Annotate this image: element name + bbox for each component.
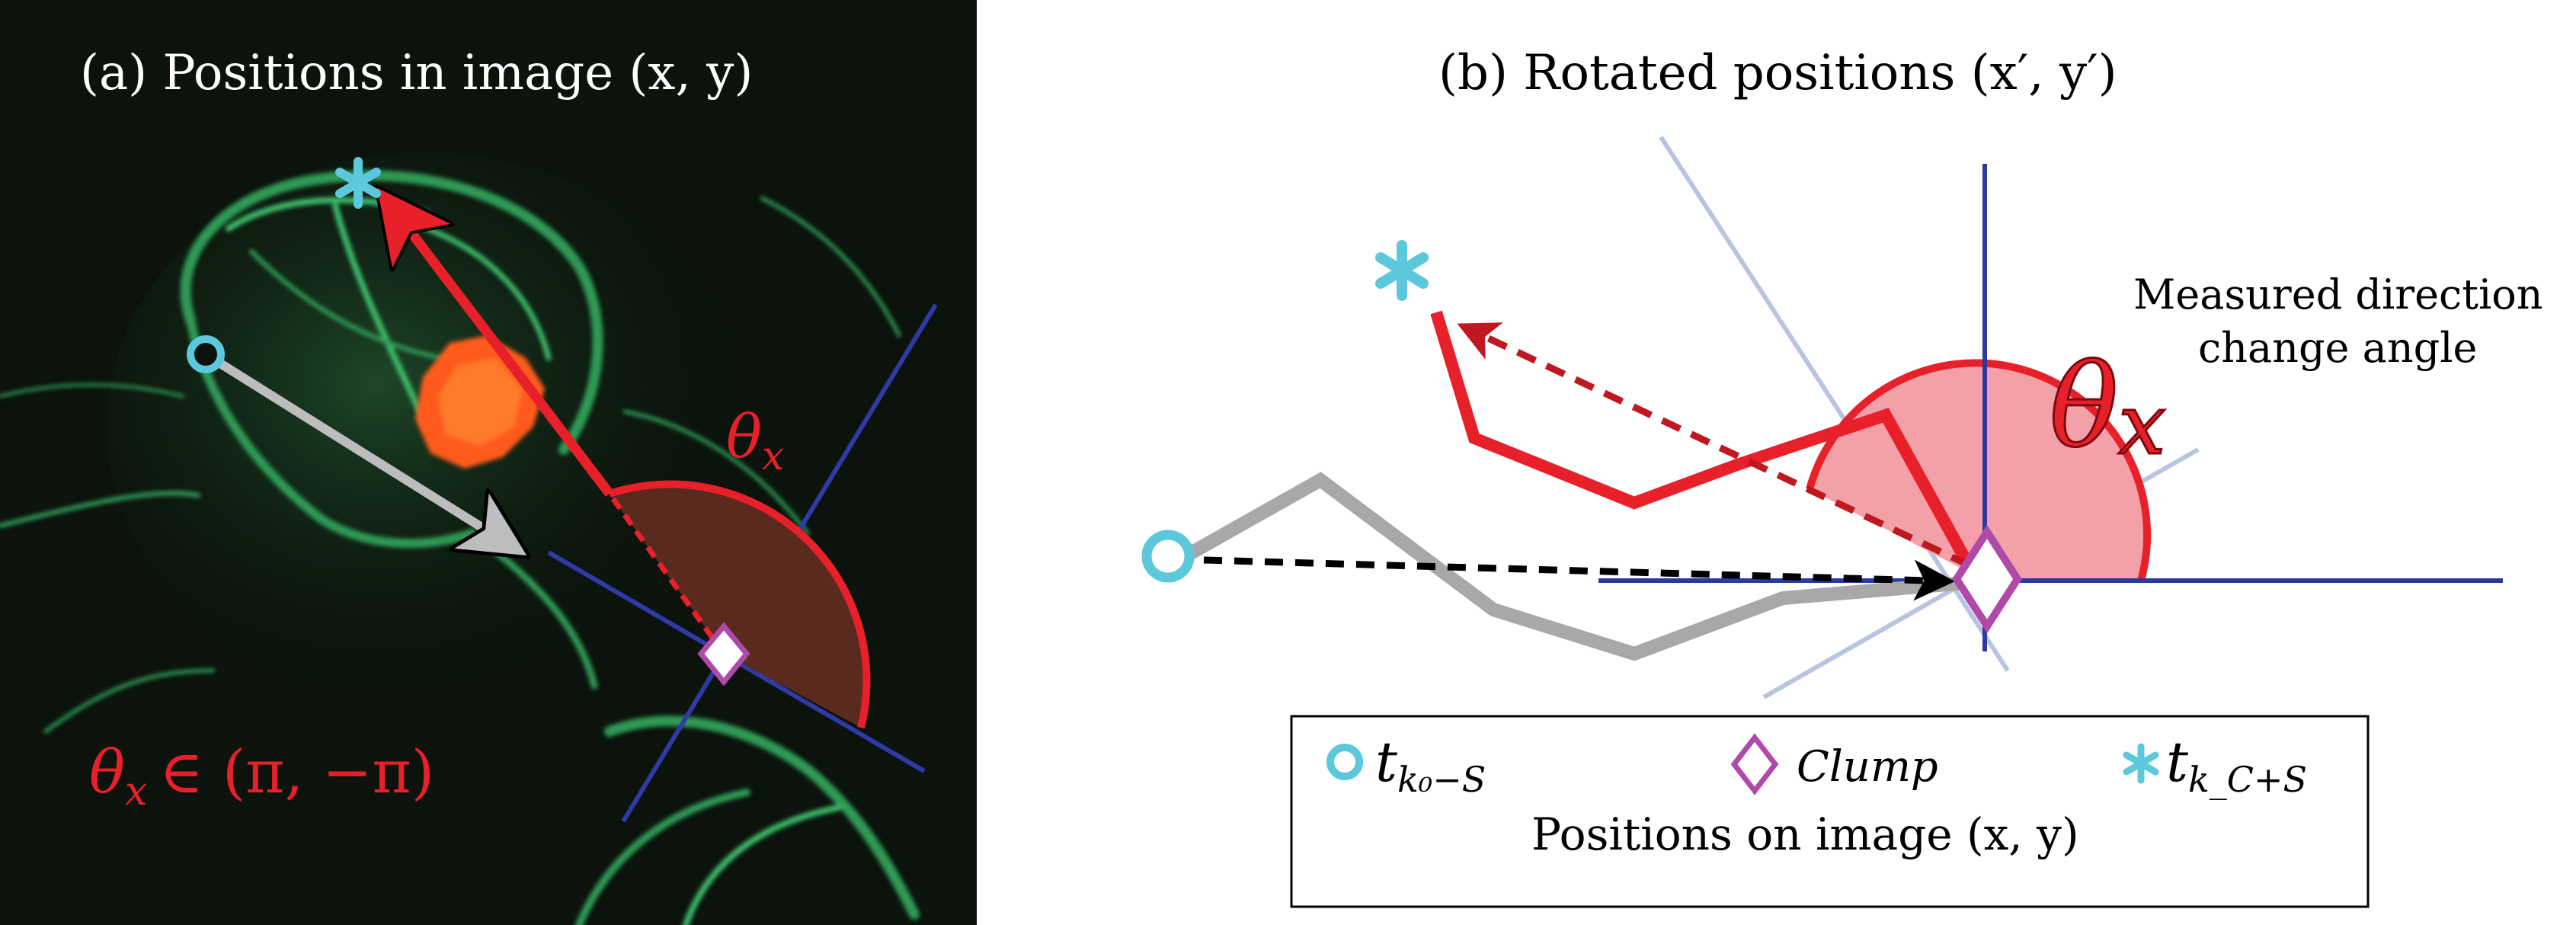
red-arrow-a	[405, 225, 614, 497]
legend-clump-label: Clump	[1797, 742, 1938, 792]
red-dashed-line-a	[607, 491, 726, 656]
angle-sector-a	[610, 484, 867, 728]
clump-diamond-icon-b	[1952, 524, 2022, 634]
panel-a: (a) Positions in image (x, y) θx θx∈ (π,…	[0, 0, 977, 925]
annotation-line-2: change angle	[2198, 324, 2477, 372]
gray-trajectory	[1168, 472, 1966, 661]
start-circle-icon	[187, 335, 225, 373]
angle-arc-a	[608, 480, 871, 729]
legend-end-label: tk_C+S	[2166, 730, 2307, 800]
legend-end-asterisk-icon	[2123, 743, 2159, 784]
legend-box	[1290, 715, 2370, 908]
panel-b-title: (b) Rotated positions (x′, y′)	[1438, 45, 2117, 101]
panel-a-title: (a) Positions in image (x, y)	[80, 45, 753, 101]
theta-label-a: θx	[726, 403, 784, 479]
clump-diamond-icon	[697, 622, 750, 687]
green-fibers	[0, 170, 920, 925]
gray-arrow-a	[209, 354, 491, 533]
theta-range-label: θx∈ (π, −π)	[89, 738, 434, 815]
legend-start-label: tk₀−S	[1375, 730, 1486, 800]
legend-caption: Positions on image (x, y)	[1531, 808, 2079, 860]
start-circle-icon-b	[1141, 530, 1195, 583]
end-asterisk-icon-b	[1375, 240, 1429, 301]
legend-start-circle-icon	[1326, 744, 1363, 780]
angle-sector-b	[1810, 363, 2148, 581]
black-dashed-arrow	[1203, 556, 1955, 601]
annotation-line-1: Measured direction	[2133, 270, 2543, 318]
red-dashed-arrow-b	[1457, 322, 1971, 569]
legend-clump-diamond-icon	[1730, 733, 1779, 795]
theta-label-b: θx	[2050, 341, 2165, 473]
red-trajectory	[1430, 310, 1983, 584]
end-asterisk-icon	[335, 157, 381, 209]
panel-b: (b) Rotated positions (x′, y′) Measured …	[1141, 45, 2543, 908]
angle-arc-b	[1806, 359, 2152, 582]
legend: tk₀−S Clump tk_C+S Positions on image (x…	[1290, 715, 2370, 908]
